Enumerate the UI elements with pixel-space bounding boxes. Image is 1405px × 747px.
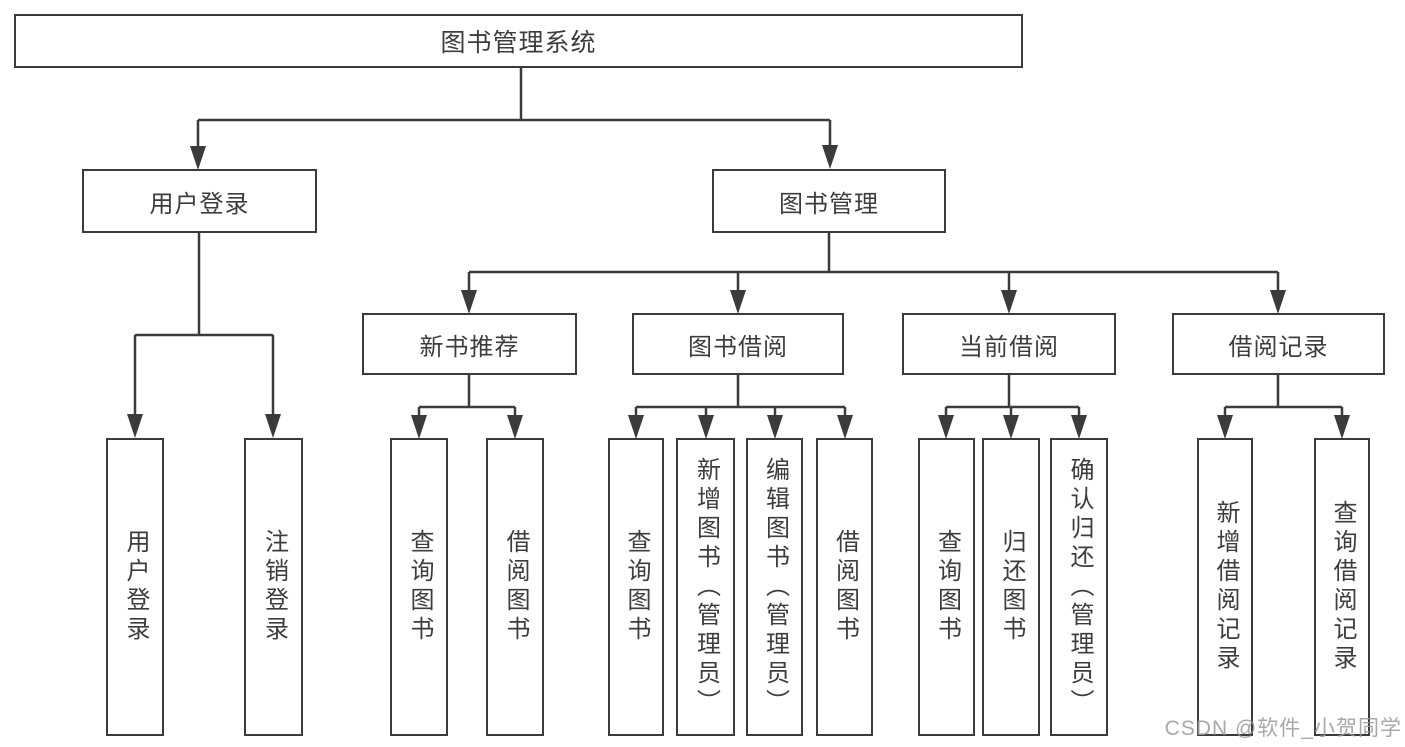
csdn-watermark: CSDN @软件_小贺同学 bbox=[1164, 717, 1402, 740]
arrowhead bbox=[628, 415, 644, 439]
leaf-logout: 注销登录 bbox=[244, 438, 303, 736]
node-book-borrow: 图书借阅 bbox=[632, 313, 844, 375]
leaf-query-books-1: 查询图书 bbox=[390, 438, 448, 736]
connector-new-book-rec bbox=[417, 375, 517, 416]
node-new-book-recommend: 新书推荐 bbox=[362, 313, 577, 375]
leaf-add-book-admin: 新增图书（管理员） bbox=[676, 438, 735, 736]
arrowhead bbox=[1217, 415, 1233, 439]
leaf-add-borrow-record: 新增借阅记录 bbox=[1197, 438, 1253, 736]
leaf-query-books-3: 查询图书 bbox=[918, 438, 975, 736]
arrowhead bbox=[1071, 415, 1087, 439]
leaf-borrow-books-2: 借阅图书 bbox=[816, 438, 873, 736]
arrowhead bbox=[127, 414, 143, 438]
arrowhead bbox=[1334, 415, 1350, 439]
leaf-confirm-return-admin: 确认归还（管理员） bbox=[1050, 438, 1108, 736]
arrowhead bbox=[1003, 415, 1019, 439]
leaf-user-login: 用户登录 bbox=[106, 438, 164, 736]
leaf-edit-book-admin: 编辑图书（管理员） bbox=[746, 438, 803, 736]
connector-root bbox=[196, 67, 832, 148]
arrowhead bbox=[730, 290, 746, 314]
arrowhead bbox=[698, 415, 714, 439]
leaf-return-books: 归还图书 bbox=[982, 438, 1040, 736]
arrowhead bbox=[190, 146, 206, 170]
leaf-query-borrow-record: 查询借阅记录 bbox=[1314, 438, 1370, 736]
arrowhead bbox=[507, 415, 523, 439]
connector-user-login bbox=[133, 233, 275, 416]
arrowhead bbox=[767, 415, 783, 439]
connector-borrow-records bbox=[1223, 375, 1344, 416]
arrowhead bbox=[461, 290, 477, 314]
leaf-query-books-2: 查询图书 bbox=[608, 438, 664, 736]
arrowhead bbox=[265, 414, 281, 438]
arrowhead bbox=[938, 415, 954, 439]
arrowhead bbox=[837, 415, 853, 439]
node-current-borrow: 当前借阅 bbox=[902, 313, 1116, 375]
node-borrow-records: 借阅记录 bbox=[1172, 313, 1385, 375]
node-root: 图书管理系统 bbox=[14, 14, 1023, 68]
arrowhead bbox=[1270, 290, 1286, 314]
arrowhead bbox=[411, 415, 427, 439]
node-user-login: 用户登录 bbox=[82, 169, 317, 233]
connector-current-borrow bbox=[944, 375, 1081, 416]
leaf-borrow-books-1: 借阅图书 bbox=[486, 438, 544, 736]
arrowhead bbox=[822, 145, 838, 169]
connector-book-mgmt bbox=[467, 233, 1280, 291]
node-book-management: 图书管理 bbox=[712, 169, 946, 233]
connector-book-borrow bbox=[634, 375, 847, 416]
arrowhead bbox=[1001, 290, 1017, 314]
